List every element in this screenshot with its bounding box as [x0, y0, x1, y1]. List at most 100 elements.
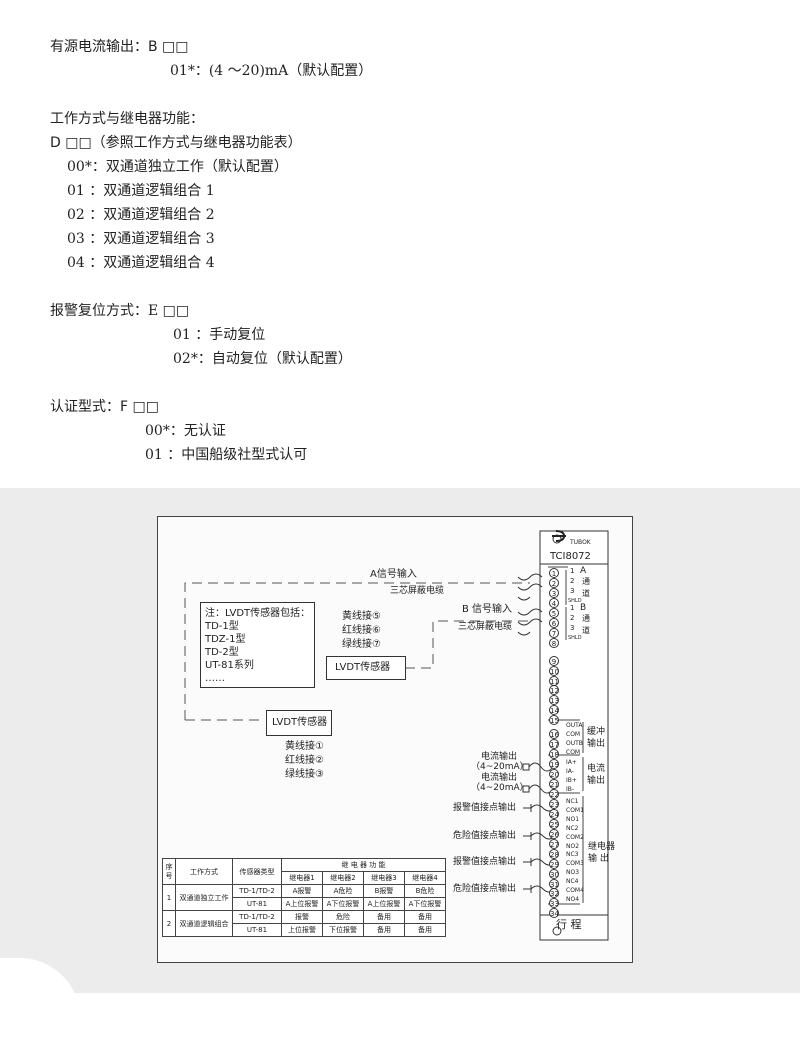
sensorB-box	[326, 656, 406, 680]
relay-pin: COM4	[566, 887, 584, 894]
table-cell: A下位报警	[404, 897, 446, 911]
reset-option: 02*：自动复位（默认配置）	[173, 351, 352, 367]
table-cell: 备用	[404, 923, 446, 937]
table-cell: A上位报警	[281, 897, 323, 911]
chB-signal: B 信号输入	[462, 604, 513, 615]
sensorB-wire: 绿线接⑦	[342, 639, 381, 650]
relay-pin: NO4	[566, 895, 580, 903]
current-pin: IB+	[566, 777, 577, 784]
mode-option: 04 ：双通道逻辑组合 4	[67, 255, 215, 271]
sensorB-wire: 黄线接⑤	[342, 611, 381, 622]
relay-pin: NC4	[566, 878, 579, 886]
terminal-14: 14	[549, 705, 559, 716]
sensorA-wire: 绿线接③	[285, 769, 324, 780]
table-cell: A下位报警	[322, 897, 364, 911]
table-cell: 上位报警	[281, 923, 323, 937]
current-pin: IA+	[566, 759, 577, 766]
terminal-15: 15	[549, 715, 559, 726]
chB-pin: SHLD	[568, 635, 582, 641]
table-cell: A危险	[322, 884, 364, 898]
table-header-mode: 工作方式	[175, 858, 233, 885]
table-cell-type: TD-1/TD-2	[232, 884, 282, 898]
table-header-no: 序号	[162, 858, 176, 885]
terminal-18: 18	[549, 749, 559, 760]
wiring-lines	[184, 530, 609, 941]
terminal-32: 32	[549, 888, 559, 899]
chA-char: 道	[582, 589, 590, 598]
buffer-label: 输出	[587, 739, 606, 749]
table-cell: 报警	[281, 910, 323, 924]
chB-pin: 1	[570, 604, 575, 612]
current-pin: IA-	[566, 768, 574, 775]
terminal-13: 13	[549, 695, 559, 706]
terminal-5: 5	[549, 607, 559, 618]
relay-contact-label: 危险值接点输出	[453, 884, 517, 894]
source-option: 01*：(4 ～20)mA（默认配置）	[170, 63, 373, 79]
terminal-24: 24	[549, 808, 559, 819]
table-cell: 备用	[363, 923, 405, 937]
cert-option: 01 ：中国船级社型式认可	[145, 447, 308, 463]
mode-option: 03 ：双通道逻辑组合 3	[67, 231, 215, 247]
terminal-16: 16	[549, 729, 559, 740]
relay-pin: NC2	[566, 824, 579, 832]
mode-option: 00*：双通道独立工作（默认配置）	[67, 159, 288, 175]
relay-function-table: 序号 工作方式 传感器类型 继 电 器 功 能 继电器1 继电器2 继电器3 继…	[162, 858, 446, 937]
sensorB-label: LVDT传感器	[335, 662, 391, 673]
table-cell-mode: 双通道逻辑组合	[175, 910, 233, 937]
table-cell: B报警	[363, 884, 405, 898]
note-line: TD-1型	[205, 621, 239, 632]
chA-char: 通	[582, 577, 590, 586]
terminal-25: 25	[549, 818, 559, 829]
buffer-pin: COM	[566, 749, 581, 756]
chA-cable: 三芯屏蔽电缆	[390, 586, 445, 596]
device-model: TCI8072	[550, 551, 591, 562]
terminal-7: 7	[549, 627, 559, 638]
terminal-26: 26	[549, 828, 559, 839]
table-cell-no: 1	[162, 884, 176, 911]
table-row: 2 双通道逻辑组合 TD-1/TD-2 报警 危险 备用 备用	[162, 910, 446, 937]
terminal-22: 22	[549, 788, 559, 799]
cert-title: 认证型式：F □□	[50, 399, 159, 415]
terminal-29: 29	[549, 858, 559, 869]
chB-char: 通	[582, 614, 590, 623]
note-line: TDZ-1型	[205, 634, 246, 645]
terminal-21: 21	[549, 779, 559, 789]
table-cell-no: 2	[162, 910, 176, 937]
chA-pin: 1	[570, 567, 575, 575]
terminal-23: 23	[549, 798, 559, 809]
table-row: UT-81 上位报警 下位报警 备用 备用	[163, 923, 446, 937]
relay-pin: NO3	[566, 869, 580, 877]
table-cell: 备用	[363, 910, 405, 924]
currentB-range: （4~20mA）	[471, 783, 529, 793]
terminal-31: 31	[549, 878, 559, 889]
chB-label: B	[580, 603, 587, 613]
terminal-6: 6	[549, 617, 559, 628]
table-cell-type: UT-81	[232, 897, 282, 911]
buffer-label: 缓冲	[587, 727, 606, 737]
chA-signal: A信号输入	[370, 569, 417, 580]
table-cell: 备用	[404, 910, 446, 924]
table-header-relay-n: 继电器1	[281, 871, 323, 885]
table-header-relay: 继 电 器 功 能	[281, 858, 446, 872]
terminal-27: 27	[549, 838, 559, 849]
cert-option: 00*：无认证	[145, 423, 226, 439]
relay-pin: NO1	[566, 815, 580, 823]
note-line: TD-2型	[205, 647, 239, 658]
table-header-type: 传感器类型	[232, 858, 282, 885]
source-title: 有源电流输出：B □□	[50, 39, 189, 55]
chB-pin: 3	[570, 624, 575, 632]
relay-pin: NC3	[566, 851, 579, 859]
relay-pin: NO2	[566, 842, 580, 850]
terminal-30: 30	[549, 868, 559, 879]
table-cell-mode: 双通道独立工作	[175, 884, 233, 911]
table-cell: A报警	[281, 884, 323, 898]
chB-cable: 三芯屏蔽电缆	[458, 622, 513, 632]
sensorB-wire: 红线接⑥	[342, 625, 381, 636]
chB-pin: 2	[570, 614, 575, 622]
note-line: UT-81系列	[205, 660, 254, 671]
chA-pin: 2	[570, 577, 575, 585]
table-cell: 下位报警	[322, 923, 364, 937]
sensor-note-box	[200, 602, 315, 688]
mode-title: 工作方式与继电器功能：	[50, 111, 204, 127]
sensorA-wire: 黄线接①	[285, 741, 324, 752]
